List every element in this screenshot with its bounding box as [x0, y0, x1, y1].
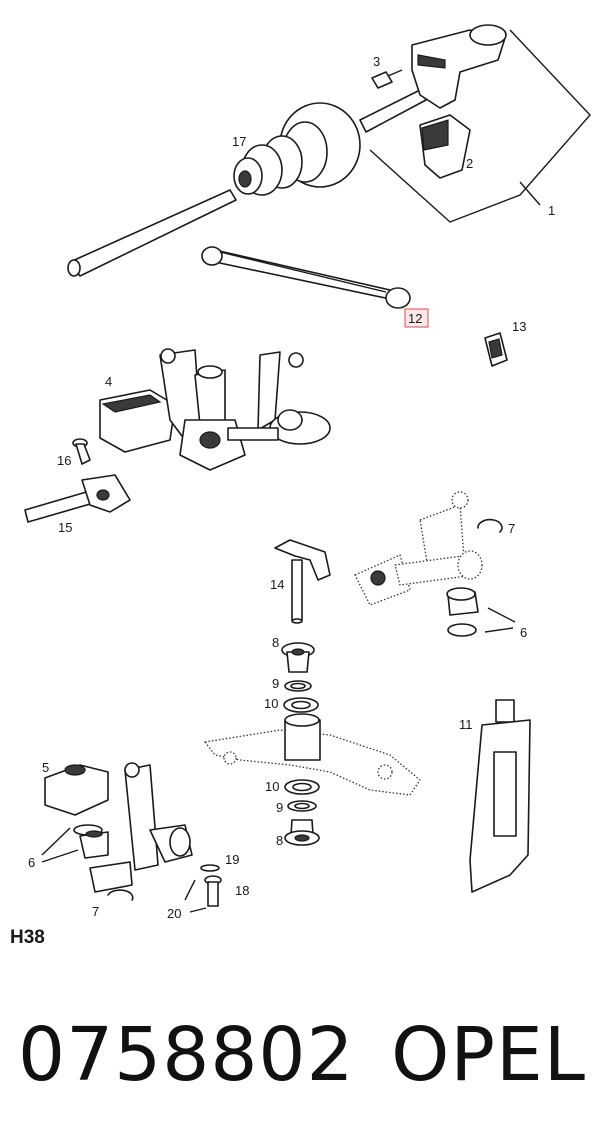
callout-6-right: 6: [520, 625, 527, 640]
grease-tube-11[interactable]: [469, 699, 531, 893]
callout-12-highlight: [404, 308, 429, 328]
callout-8-top: 8: [272, 635, 279, 650]
callout-15: 15: [58, 520, 72, 535]
part-number: 0758802: [18, 1012, 355, 1098]
shift-rod: [67, 89, 427, 277]
circlip-7-bottom[interactable]: [107, 889, 134, 901]
selector-lever-assembly-dotted: [354, 491, 483, 606]
bushing-6-right[interactable]: [446, 587, 516, 637]
exploded-parts-diagram: 3 17 2 1 12 13 4 16 15 7 14 6 8 9 10 11 …: [24, 24, 591, 921]
callout-labels: 3 17 2 1 12 13 4 16 15 7 14 6 8 9 10 11 …: [28, 54, 555, 921]
clip-13[interactable]: [484, 332, 508, 367]
callout-9-bottom: 9: [276, 800, 283, 815]
circlip-7-top[interactable]: [477, 518, 503, 533]
callout-6-left: 6: [28, 855, 35, 870]
bolt-18[interactable]: [184, 864, 222, 913]
bracket-2[interactable]: [419, 114, 471, 179]
callout-3: 3: [373, 54, 380, 69]
callout-13: 13: [512, 319, 526, 334]
selector-mechanism-4[interactable]: [99, 348, 331, 471]
callout-5: 5: [42, 760, 49, 775]
lever-housing[interactable]: [411, 24, 507, 109]
callout-20: 20: [167, 906, 181, 921]
selector-mechanism-5[interactable]: [44, 762, 193, 893]
part-1-bracket: [369, 29, 591, 223]
callout-9-top: 9: [272, 676, 279, 691]
callout-2: 2: [466, 156, 473, 171]
callout-10-top: 10: [264, 696, 278, 711]
bolt-3[interactable]: [371, 69, 403, 89]
callout-8-bottom: 8: [276, 833, 283, 848]
selector-plate-dotted: [204, 713, 421, 796]
callout-12: 12: [408, 311, 422, 326]
pin-16[interactable]: [72, 438, 91, 465]
callout-16: 16: [57, 453, 71, 468]
shaft-14[interactable]: [274, 539, 331, 624]
cable-15[interactable]: [24, 474, 131, 523]
footer: 0758802 OPEL: [0, 995, 600, 1115]
callout-14: 14: [270, 577, 284, 592]
callout-18: 18: [235, 883, 249, 898]
callout-7-bottom: 7: [92, 904, 99, 919]
linkage-rod-12[interactable]: [201, 246, 411, 309]
callout-1: 1: [548, 203, 555, 218]
brand-name: OPEL: [391, 1012, 586, 1098]
callout-11: 11: [459, 717, 473, 732]
bush-stack-lower[interactable]: [284, 779, 320, 846]
diagram-code: H38: [10, 927, 45, 948]
callout-17: 17: [232, 134, 246, 149]
callout-7-top: 7: [508, 521, 515, 536]
callout-19: 19: [225, 852, 239, 867]
callout-10-bottom: 10: [265, 779, 279, 794]
gaiter-boot-17[interactable]: [233, 102, 361, 196]
bushing-6-left[interactable]: [41, 824, 109, 863]
bush-stack-upper[interactable]: [281, 642, 319, 713]
callout-4: 4: [105, 374, 112, 389]
